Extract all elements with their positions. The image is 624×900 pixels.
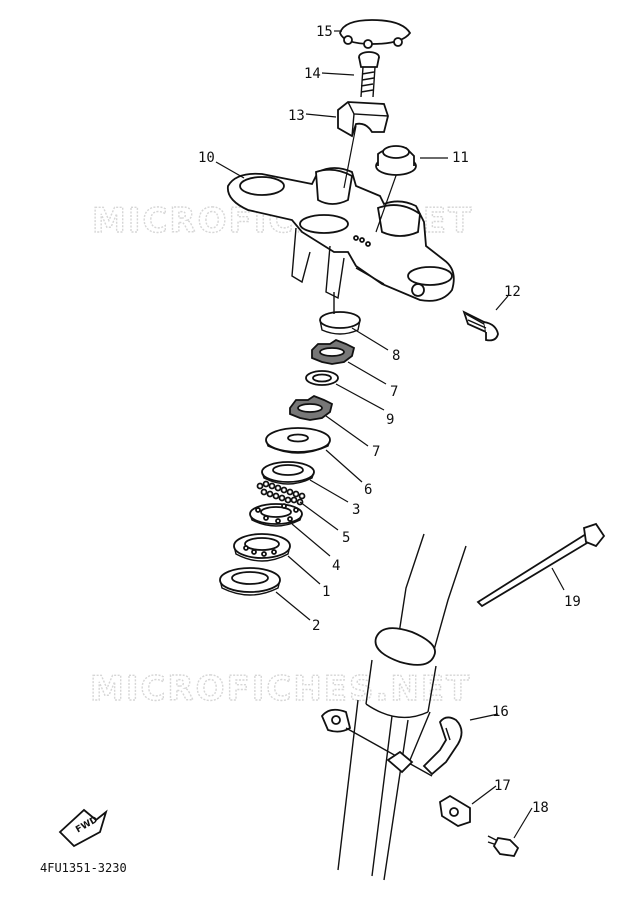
leader-13 xyxy=(343,125,357,189)
callout-1: 1 xyxy=(322,584,330,600)
part-2-lower-race[interactable] xyxy=(219,567,281,596)
callout-7-lower: 7 xyxy=(372,444,380,460)
frame-steering-head xyxy=(320,533,467,881)
callout-15: 15 xyxy=(316,24,333,40)
part-9-lock-washer[interactable] xyxy=(305,370,339,386)
callout-8: 8 xyxy=(392,348,400,364)
part-7-ring-nut-upper[interactable] xyxy=(311,338,356,365)
part-19-cable-tie[interactable] xyxy=(476,522,606,608)
part-10-upper-bracket[interactable] xyxy=(226,167,455,302)
callout-17: 17 xyxy=(494,778,511,794)
callout-14: 14 xyxy=(304,66,321,82)
callout-9: 9 xyxy=(386,412,394,428)
part-15-cap[interactable] xyxy=(339,19,412,49)
leader-11 xyxy=(375,169,399,233)
callout-7-upper: 7 xyxy=(390,384,398,400)
callout-12: 12 xyxy=(504,284,521,300)
callout-13: 13 xyxy=(288,108,305,124)
callout-3: 3 xyxy=(352,502,360,518)
part-1-lower-bearing[interactable] xyxy=(233,533,291,562)
part-18-bolt[interactable] xyxy=(487,835,520,857)
part-4-bearing[interactable] xyxy=(249,503,303,527)
callout-16: 16 xyxy=(492,704,509,720)
callout-18: 18 xyxy=(532,800,549,816)
part-7-ring-nut-lower[interactable] xyxy=(289,394,334,421)
part-17-clamp[interactable] xyxy=(439,794,471,827)
callout-11: 11 xyxy=(452,150,469,166)
callout-19: 19 xyxy=(564,594,581,610)
part-13-handlebar-holder[interactable] xyxy=(337,101,389,138)
callout-2: 2 xyxy=(312,618,320,634)
callout-4: 4 xyxy=(332,558,340,574)
part-12-pinch-bolt[interactable] xyxy=(462,310,499,342)
fwd-arrow-icon: FWD xyxy=(58,808,108,848)
part-3-bearing-race[interactable] xyxy=(261,461,315,485)
watermark-bottom: MICROFICHES.NET xyxy=(90,669,471,709)
part-5-ball-bearings[interactable] xyxy=(256,480,306,506)
callout-6: 6 xyxy=(364,482,372,498)
part-6-dust-seal[interactable] xyxy=(265,427,331,454)
callout-10: 10 xyxy=(198,150,215,166)
part-16-clip[interactable] xyxy=(422,716,463,776)
callout-5: 5 xyxy=(342,530,350,546)
leader-lines xyxy=(215,30,565,839)
part-8-washer[interactable] xyxy=(319,292,361,335)
part-14-bolt[interactable] xyxy=(358,51,380,98)
part-11-steering-nut[interactable] xyxy=(375,145,417,176)
diagram-code: 4FU1351-3230 xyxy=(40,861,127,875)
